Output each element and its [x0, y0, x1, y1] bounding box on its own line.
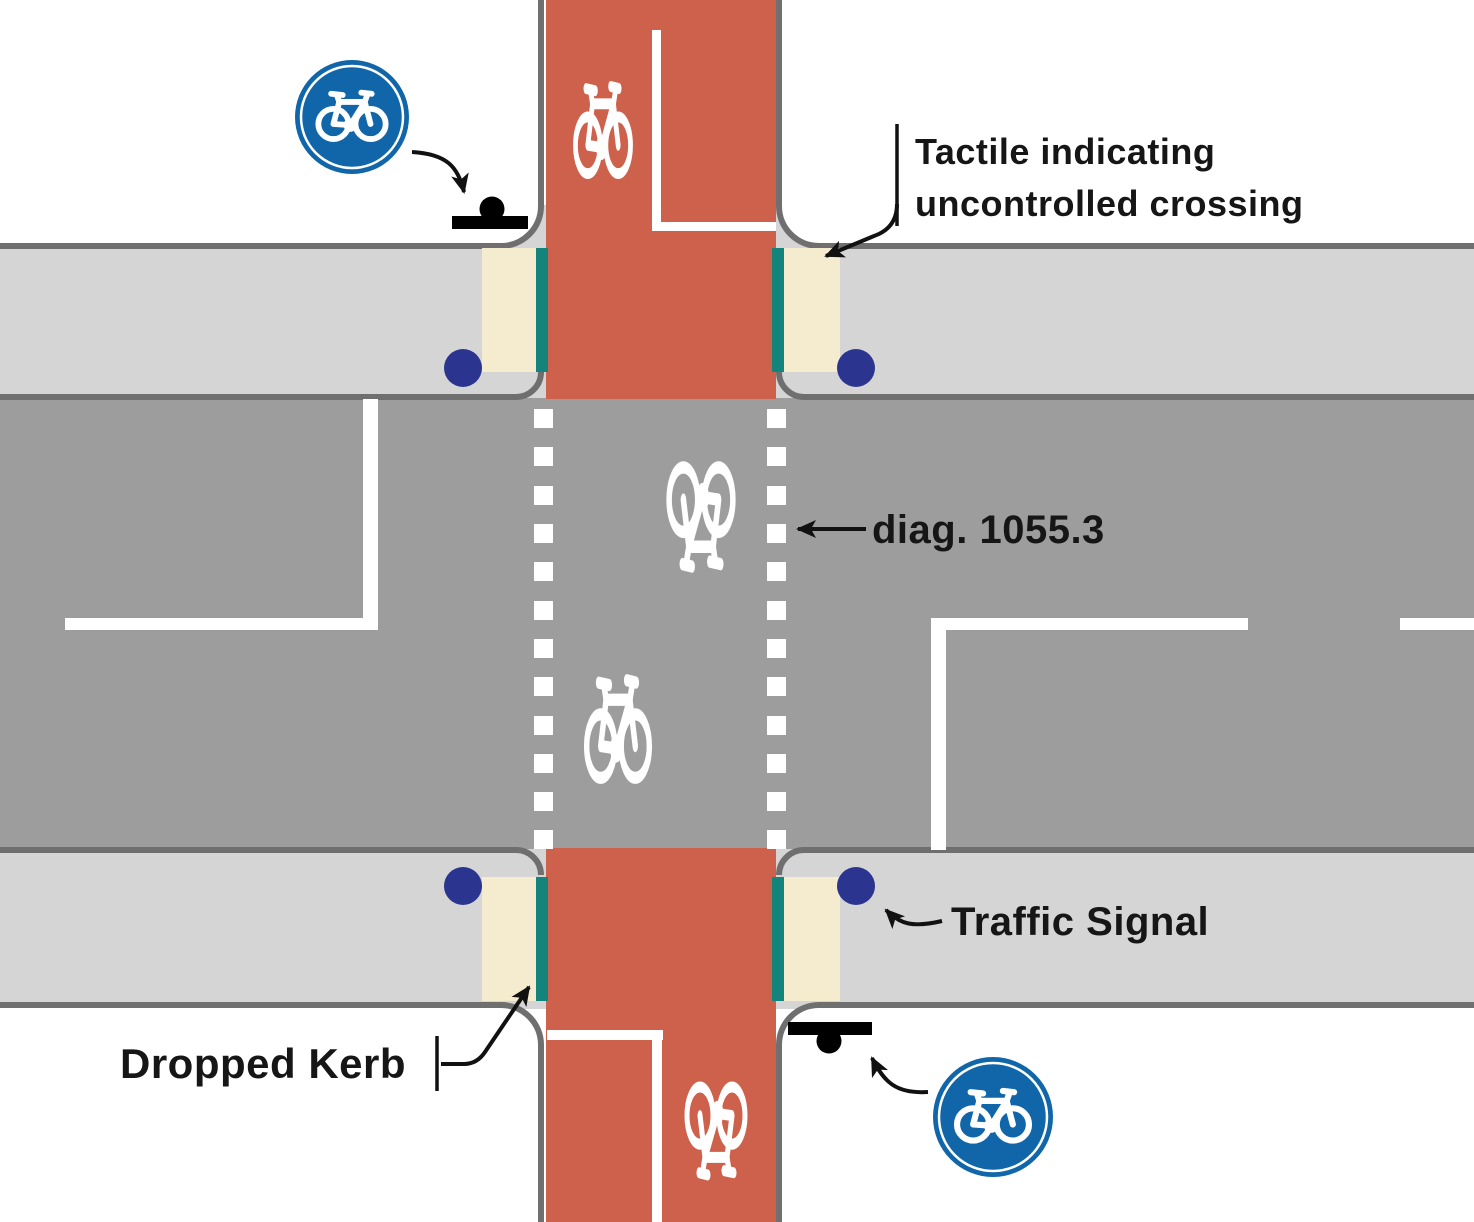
tactile-paving-top-left — [482, 248, 538, 372]
leader-dropped-kerb — [441, 985, 531, 1066]
dropped-kerb-strip-bottom-right — [772, 877, 784, 1001]
plot-top-left — [0, 0, 544, 249]
tactile-crossing-label-line2: uncontrolled crossing — [915, 183, 1304, 224]
annotation-leaders — [411, 124, 943, 1095]
cycle-route-sign-icon-bottom-right — [933, 1057, 1053, 1177]
traffic-signal-label: Traffic Signal — [951, 900, 1210, 944]
crossing-dash-column-right — [767, 409, 786, 849]
tactile-crossing-label-line1: Tactile indicating — [915, 131, 1216, 172]
leader-sign-bottom-right — [870, 1056, 929, 1095]
traffic-signal-dot-top-left — [444, 349, 482, 387]
leader-traffic-signal — [884, 908, 943, 930]
kerb-road-top-left — [0, 371, 544, 400]
leader-tactile — [824, 203, 899, 258]
kerb-road-bottom-right — [776, 847, 1474, 876]
crossing-dash-column-left — [534, 409, 553, 849]
kerb-road-bottom-left — [0, 847, 544, 876]
plot-bottom-left — [0, 1002, 544, 1222]
tactile-paving-bottom-right — [784, 877, 840, 1001]
sign-post-icon-bottom — [788, 1022, 872, 1054]
dropped-kerb-label: Dropped Kerb — [120, 1040, 407, 1087]
sign-post-icon-top — [452, 196, 528, 229]
traffic-signal-dot-bottom-right — [837, 867, 875, 905]
plot-top-right — [776, 0, 1474, 249]
tactile-paving-bottom-left — [482, 877, 538, 1001]
cycle-route-sign-icon-top-left — [295, 60, 409, 174]
diag-1055-label: diag. 1055.3 — [872, 508, 1105, 552]
tactile-paving-top-right — [784, 248, 840, 372]
cycle-track-centre-lines — [547, 30, 776, 1222]
dropped-kerb-strip-top-left — [536, 248, 548, 372]
tactile-crossing-label: Tactile indicating uncontrolled crossing — [915, 126, 1304, 230]
centre-line-markings — [65, 399, 1474, 850]
plot-bottom-right — [776, 1002, 1474, 1222]
kerb-road-top-right — [776, 371, 1474, 400]
dropped-kerb-strip-bottom-left — [536, 877, 548, 1001]
dropped-kerb-strip-top-right — [772, 248, 784, 372]
traffic-signal-dot-top-right — [837, 349, 875, 387]
leader-sign-top-left — [411, 150, 469, 194]
traffic-signal-dot-bottom-left — [444, 867, 482, 905]
